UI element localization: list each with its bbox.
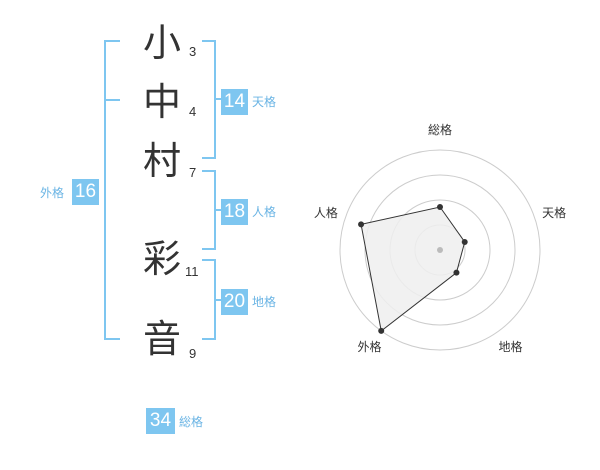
tenkaku-badge: 14 [221, 89, 248, 115]
name-char-4: 彩 [143, 237, 182, 281]
name-char-5: 音 [143, 317, 182, 361]
stroke-count-2: 4 [189, 104, 197, 119]
tenkaku-label: 天格 [252, 95, 277, 109]
stroke-count-5: 9 [189, 346, 197, 361]
soukaku-badge: 34 [146, 408, 175, 434]
radar-area [360, 206, 466, 332]
radar-point-1 [437, 204, 443, 210]
radar-axis-label-1: 総格 [428, 122, 452, 137]
radar-ring-3 [364, 174, 516, 326]
radar-center-dot [437, 247, 443, 253]
jinkaku-label: 人格 [252, 205, 277, 219]
radar-point-3 [453, 269, 460, 276]
gaikaku-bracket-mid-tick [104, 99, 120, 101]
radar-ring-4 [339, 149, 541, 351]
jinkaku-badge: 18 [221, 199, 248, 225]
tenkaku-bracket-mid-tick [214, 98, 221, 100]
gaikaku-label: 外格 [40, 186, 65, 200]
radar-point-2 [461, 238, 468, 245]
soukaku-label: 総格 [179, 415, 204, 429]
gaikaku-badge: 16 [72, 179, 99, 205]
radar-axis-label-3: 地格 [499, 339, 523, 354]
chikaku-badge: 20 [221, 289, 248, 315]
chikaku-label: 地格 [252, 295, 277, 309]
name-char-3: 村 [143, 139, 182, 183]
radar-axis-label-4: 外格 [357, 339, 381, 354]
name-char-1: 小 [143, 21, 182, 65]
chikaku-bracket-mid-tick [214, 299, 221, 301]
jinkaku-bracket-mid-tick [214, 209, 221, 211]
stroke-count-1: 3 [189, 44, 197, 59]
stroke-count-4: 11 [185, 264, 199, 279]
name-char-2: 中 [143, 80, 182, 124]
gaikaku-bracket [104, 40, 120, 340]
radar-axis-label-2: 天格 [542, 205, 566, 220]
stroke-count-3: 7 [189, 165, 197, 180]
radar-point-5 [358, 221, 365, 228]
radar-axis-label-5: 人格 [314, 205, 338, 220]
radar-point-4 [378, 327, 385, 334]
